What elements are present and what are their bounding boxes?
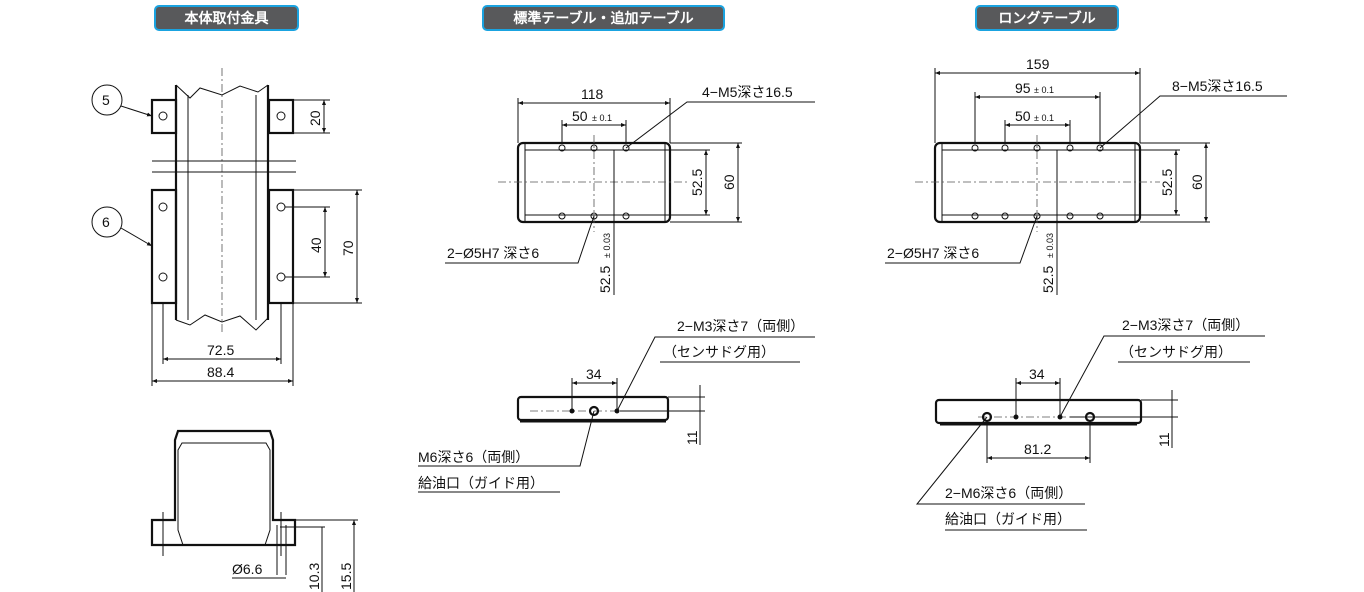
svg-text:給油口（ガイド用）: 給油口（ガイド用） <box>945 511 1071 527</box>
standard-table-top-view: 118 50 ± 0.1 52.5 60 52.5 ± 0.03 4−M5深さ16… <box>445 84 815 295</box>
svg-text:± 0.03: ± 0.03 <box>602 233 612 258</box>
svg-text:50: 50 <box>572 108 588 124</box>
long-table-top-view: 159 95± 0.1 50± 0.1 52.5 60 52.5 ± 0.03 … <box>885 56 1287 295</box>
svg-text:給油口（ガイド用）: 給油口（ガイド用） <box>418 475 544 491</box>
svg-text:10.3: 10.3 <box>306 563 322 590</box>
svg-text:5: 5 <box>102 92 110 108</box>
svg-text:118: 118 <box>581 86 604 102</box>
header-standard-table: 標準テーブル・追加テーブル <box>482 5 725 31</box>
svg-text:（センサドグ用）: （センサドグ用） <box>1120 344 1232 360</box>
svg-text:11: 11 <box>1156 432 1172 447</box>
svg-text:8−M5深さ16.5: 8−M5深さ16.5 <box>1172 78 1263 94</box>
svg-text:2−M6深さ6（両側）: 2−M6深さ6（両側） <box>945 485 1072 501</box>
svg-text:95: 95 <box>1015 80 1031 96</box>
svg-text:± 0.1: ± 0.1 <box>592 113 612 123</box>
header-long-table: ロングテーブル <box>975 5 1119 31</box>
svg-text:52.5: 52.5 <box>1040 266 1056 293</box>
svg-text:34: 34 <box>586 366 602 382</box>
header-mount-bracket: 本体取付金具 <box>154 5 299 31</box>
svg-text:40: 40 <box>308 237 324 253</box>
callout-6 <box>91 206 123 238</box>
svg-text:20: 20 <box>307 110 323 126</box>
svg-text:60: 60 <box>1189 174 1205 190</box>
svg-text:2−Ø5H7 深さ6: 2−Ø5H7 深さ6 <box>887 245 979 261</box>
svg-text:52.5: 52.5 <box>689 169 705 196</box>
mount-bracket-top-view: 5 6 20 40 70 72.5 88.4 <box>91 68 362 386</box>
svg-text:70: 70 <box>340 240 356 256</box>
long-table-side-view: 34 81.2 11 2−M3深さ7（両側） （センサドグ用） 2−M6深さ6（… <box>915 317 1265 531</box>
svg-text:50: 50 <box>1015 108 1031 124</box>
svg-text:M6深さ6（両側）: M6深さ6（両側） <box>418 449 529 465</box>
svg-text:52.5: 52.5 <box>597 266 613 293</box>
svg-text:2−M3深さ7（両側）: 2−M3深さ7（両側） <box>677 318 804 334</box>
svg-text:72.5: 72.5 <box>207 342 234 358</box>
standard-table-side-view: 34 11 2−M3深さ7（両側） （センサドグ用） M6深さ6（両側） 給油口… <box>418 318 815 493</box>
svg-text:15.5: 15.5 <box>338 563 354 590</box>
mount-bracket-cross-section: Ø6.6 10.3 15.5 <box>150 429 358 592</box>
svg-text:34: 34 <box>1029 366 1045 382</box>
svg-text:60: 60 <box>721 174 737 190</box>
svg-text:6: 6 <box>102 214 110 230</box>
svg-text:± 0.03: ± 0.03 <box>1045 233 1055 258</box>
svg-text:81.2: 81.2 <box>1024 441 1051 457</box>
svg-text:88.4: 88.4 <box>207 364 234 380</box>
svg-text:52.5: 52.5 <box>1159 169 1175 196</box>
svg-text:11: 11 <box>684 430 700 445</box>
svg-text:159: 159 <box>1026 56 1050 72</box>
callout-5 <box>91 84 123 116</box>
svg-text:Ø6.6: Ø6.6 <box>232 561 263 577</box>
svg-text:2−Ø5H7 深さ6: 2−Ø5H7 深さ6 <box>447 245 539 261</box>
svg-text:± 0.1: ± 0.1 <box>1034 85 1054 95</box>
svg-text:4−M5深さ16.5: 4−M5深さ16.5 <box>702 84 793 100</box>
svg-text:（センサドグ用）: （センサドグ用） <box>663 344 775 360</box>
svg-text:± 0.1: ± 0.1 <box>1034 113 1054 123</box>
svg-text:2−M3深さ7（両側）: 2−M3深さ7（両側） <box>1122 317 1249 333</box>
